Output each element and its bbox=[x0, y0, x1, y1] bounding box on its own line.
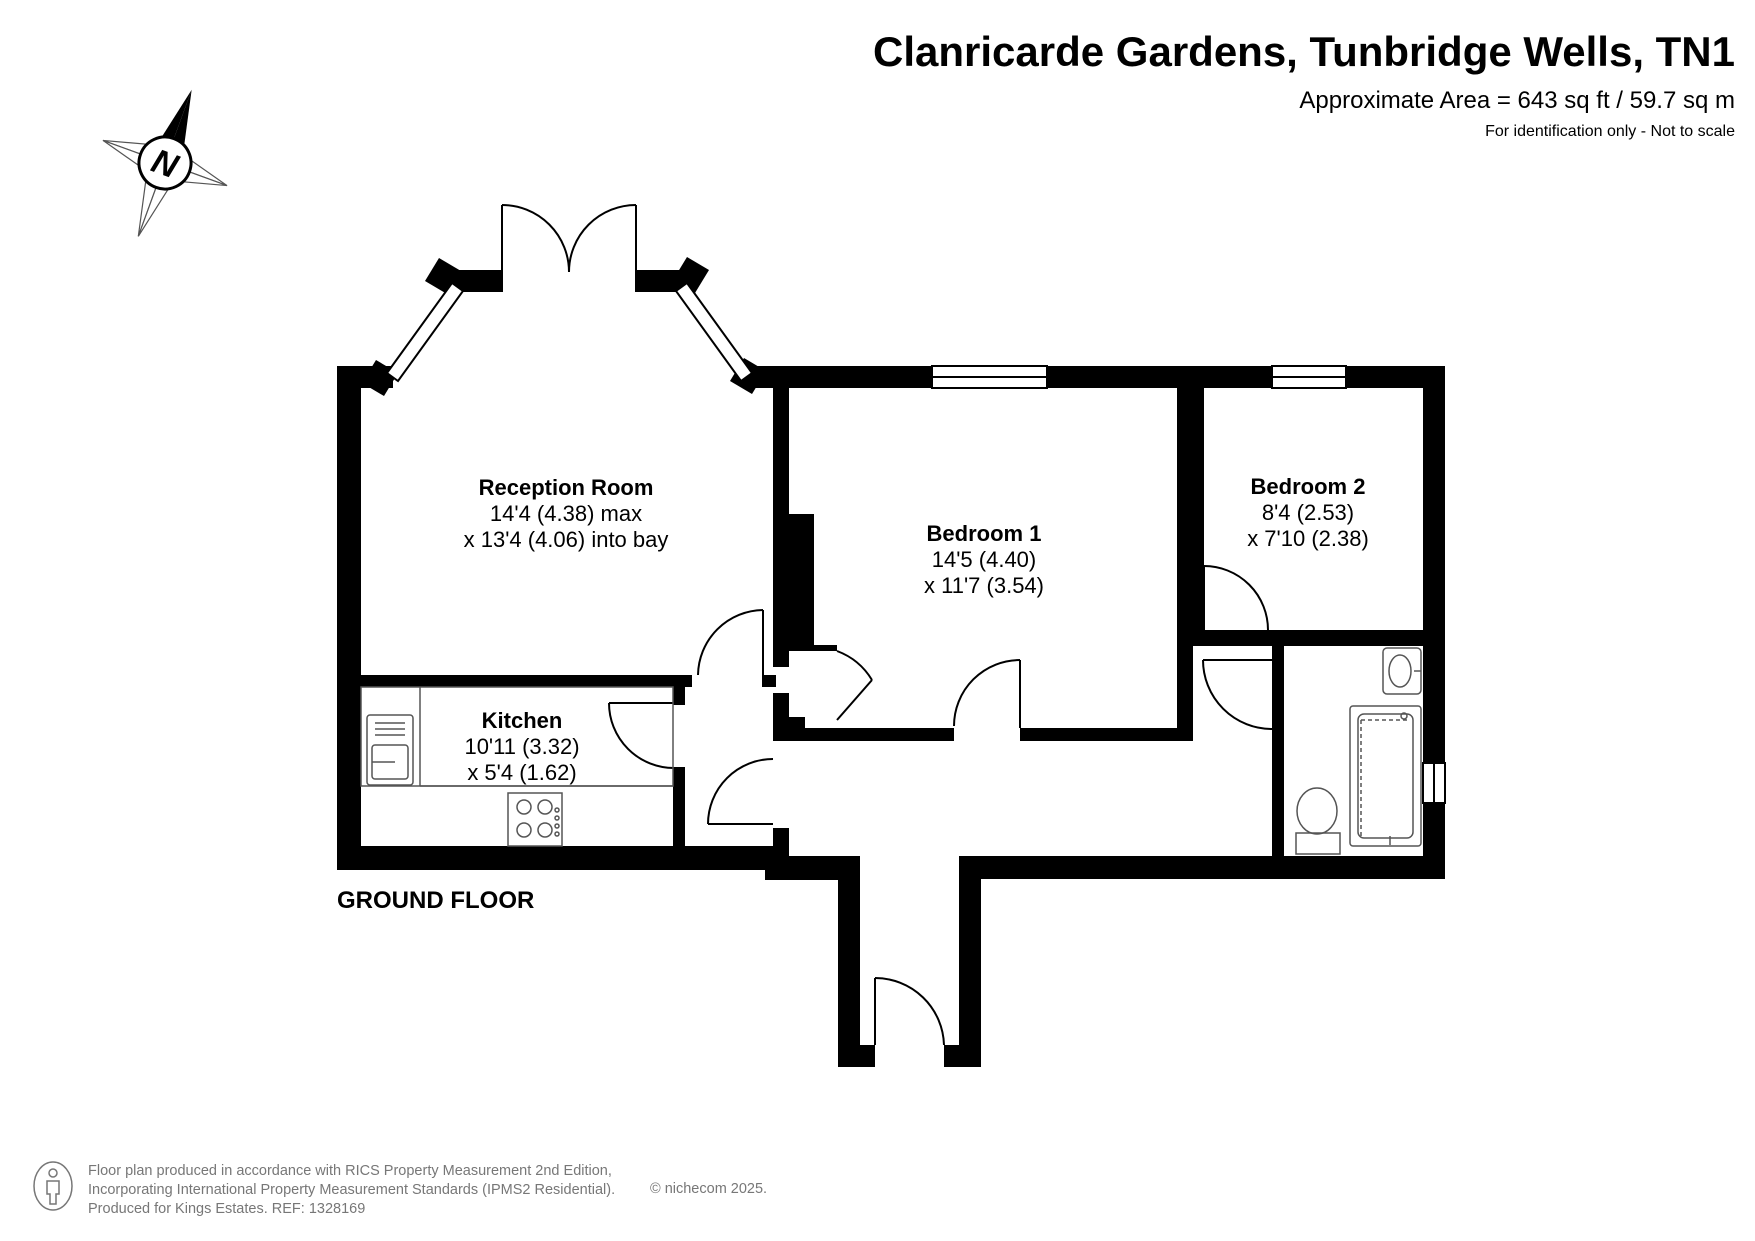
room-dimension: x 5'4 (1.62) bbox=[467, 760, 577, 785]
room-dimension: 8'4 (2.53) bbox=[1261, 500, 1355, 525]
toilet-icon bbox=[1295, 787, 1341, 855]
doors bbox=[501, 204, 1273, 1046]
bathroom-fixtures bbox=[1295, 647, 1422, 855]
room-dimension: 14'5 (4.40) bbox=[931, 547, 1037, 572]
footer-notes: Floor plan produced in accordance with R… bbox=[88, 1162, 615, 1219]
header: Clanricarde Gardens, Tunbridge Wells, TN… bbox=[873, 26, 1735, 142]
room-label-bedroom-2: Bedroom 2 8'4 (2.53) x 7'10 (2.38) bbox=[1208, 474, 1408, 552]
room-name: Kitchen bbox=[481, 708, 563, 733]
disclaimer: For identification only - Not to scale bbox=[1485, 123, 1735, 140]
footer-line: Floor plan produced in accordance with R… bbox=[88, 1163, 612, 1179]
person-scale-icon bbox=[33, 1161, 73, 1211]
walls bbox=[337, 257, 1445, 1067]
windows bbox=[931, 365, 1446, 804]
property-title: Clanricarde Gardens, Tunbridge Wells, TN… bbox=[873, 28, 1735, 75]
washbasin-icon bbox=[1382, 647, 1422, 695]
room-name: Bedroom 1 bbox=[926, 521, 1042, 546]
compass-north-icon bbox=[102, 89, 228, 237]
kitchen-fixtures bbox=[360, 686, 674, 847]
room-dimension: 14'4 (4.38) max bbox=[489, 501, 643, 526]
sink-icon bbox=[366, 714, 414, 786]
room-label-bedroom-1: Bedroom 1 14'5 (4.40) x 11'7 (3.54) bbox=[884, 521, 1084, 599]
room-dimension: 10'11 (3.32) bbox=[464, 734, 580, 759]
room-name: Bedroom 2 bbox=[1250, 474, 1366, 499]
bath-icon bbox=[1349, 705, 1422, 847]
copyright: © nichecom 2025. bbox=[650, 1181, 768, 1197]
room-dimension: x 7'10 (2.38) bbox=[1247, 526, 1369, 551]
room-name: Reception Room bbox=[478, 475, 654, 500]
room-dimension: x 11'7 (3.54) bbox=[924, 573, 1044, 598]
floor-label: GROUND FLOOR bbox=[337, 887, 535, 914]
approximate-area: Approximate Area = 643 sq ft / 59.7 sq m bbox=[1299, 87, 1735, 114]
hob-icon bbox=[507, 792, 563, 847]
room-label-reception: Reception Room 14'4 (4.38) max x 13'4 (4… bbox=[392, 475, 740, 553]
footer-line: Incorporating International Property Mea… bbox=[88, 1182, 616, 1198]
room-dimension: x 13'4 (4.06) into bay bbox=[463, 527, 669, 552]
room-label-kitchen: Kitchen 10'11 (3.32) x 5'4 (1.62) bbox=[422, 708, 622, 786]
footer-line: Produced for Kings Estates. REF: 1328169 bbox=[88, 1201, 366, 1217]
